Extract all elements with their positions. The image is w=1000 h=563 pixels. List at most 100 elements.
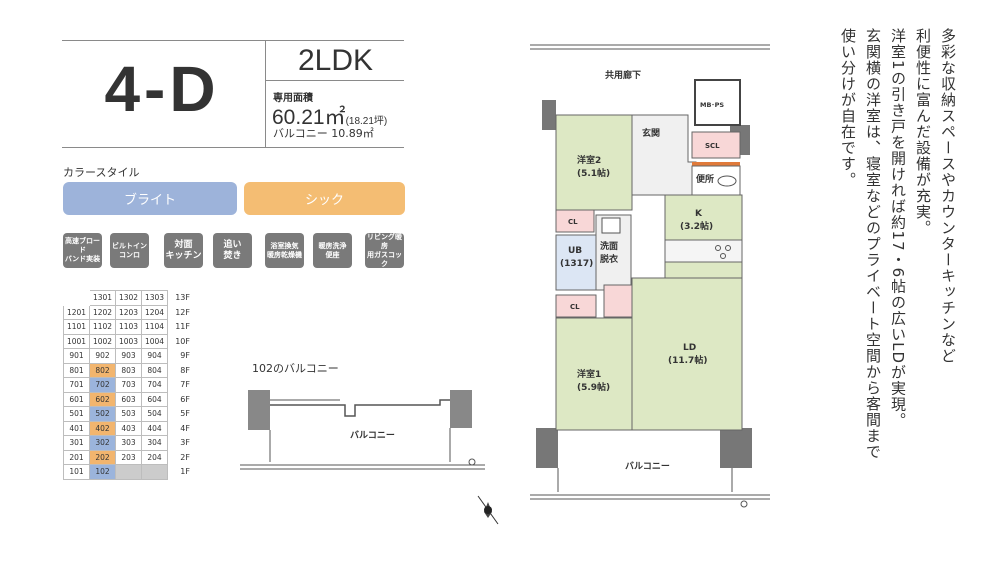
unit-cell: 1004 [141, 333, 168, 349]
unit-cell: 301 [63, 435, 90, 451]
unit-cell: 502 [89, 406, 116, 422]
header-top-rule [62, 40, 404, 41]
room1-label: 洋室1 [577, 368, 601, 380]
cl-upper-closet [555, 209, 595, 233]
floor-label: 11F [175, 322, 190, 332]
unit-cell: 1204 [141, 304, 168, 320]
unit-cell: 504 [141, 406, 168, 422]
mbps-label: MB･PS [700, 101, 724, 109]
floor-label: 4F [180, 423, 190, 433]
unit-cell: 1203 [115, 304, 142, 320]
description-line: 洋室1の引き戸を開ければ約17・6帖の広いLDが実現。 [889, 28, 907, 429]
bright-style-button[interactable]: ブライト [63, 182, 237, 215]
layout-type: 2LDK [297, 44, 374, 77]
unit-cell: 403 [115, 420, 142, 436]
balcony-102-right-wall [450, 390, 472, 428]
wall-bottom-right-column [720, 428, 752, 468]
cl-upper-label: CL [568, 218, 578, 226]
unit-cell: 702 [89, 377, 116, 393]
feature-washlet-badge: 暖房洗浄 便座 [313, 233, 352, 268]
feature-bath-dryer-badge: 浴室換気 暖房乾燥機 [265, 233, 304, 268]
area-tsubo: (18.21坪) [345, 116, 388, 127]
description-line: 多彩な収納スペースやカウンターキッチンなど [939, 28, 957, 364]
unit-cell: 901 [63, 348, 90, 364]
unit-cell: 903 [115, 348, 142, 364]
unit-cell: 302 [89, 435, 116, 451]
unit-cell [141, 464, 168, 480]
scl-closet [691, 131, 741, 159]
room2-area [555, 114, 633, 211]
balcony-102-label: バルコニー [350, 430, 395, 441]
entrance-area [631, 114, 697, 196]
kitchen-counter [664, 239, 743, 263]
balcony-label: バルコニー [625, 461, 670, 472]
description-line: 玄関横の洋室は、寝室などのプライベート空間から客間まで [864, 28, 882, 460]
washroom-label: 洗面 [600, 240, 618, 252]
floor-label: 7F [180, 380, 190, 390]
feature-broadband-badge: 高速ブロード バンド実装 [63, 233, 102, 268]
balcony-102-title: 102のバルコニー [252, 362, 339, 375]
unit-name: 4-D [104, 53, 220, 125]
unit-cell: 1303 [141, 290, 168, 306]
description-line: 使い分けが自在です。 [839, 28, 857, 188]
room2-label: 洋室2 [577, 154, 601, 166]
ld-size: (11.7帖) [668, 354, 707, 366]
toilet-label: 便所 [696, 173, 714, 185]
chic-style-button[interactable]: シック [244, 182, 405, 215]
feature-gas-cock-badge: リビング暖房 用ガスコック [365, 232, 404, 268]
unit-cell: 703 [115, 377, 142, 393]
unit-cell: 1104 [141, 319, 168, 335]
kitchen-size: (3.2帖) [680, 220, 713, 232]
unit-cell: 1001 [63, 333, 90, 349]
balcony-102-left-wall [248, 390, 270, 430]
floor-label: 5F [180, 409, 190, 419]
feature-reheating-badge: 追い 焚き [213, 233, 252, 268]
unit-cell: 501 [63, 406, 90, 422]
unit-cell: 701 [63, 377, 90, 393]
unit-cell: 202 [89, 449, 116, 465]
unit-cell: 1003 [115, 333, 142, 349]
unit-cell: 802 [89, 362, 116, 378]
floor-label: 9F [180, 351, 190, 361]
header-bottom-rule [62, 147, 404, 148]
unit-cell: 704 [141, 377, 168, 393]
unit-cell [115, 464, 142, 480]
floor-label: 2F [180, 452, 190, 462]
unit-cell: 203 [115, 449, 142, 465]
unit-cell: 204 [141, 449, 168, 465]
unit-description: 多彩な収納スペースやカウンターキッチンなど 利便性に富んだ設備が充実。 洋室1の… [835, 28, 960, 488]
mbps-box [694, 79, 741, 126]
unit-cell: 1101 [63, 319, 90, 335]
unit-cell: 604 [141, 391, 168, 407]
floor-plan: 共用廊下 MB･PS SCL 便所 玄関 洋室2 (5.1帖) K (3.2帖)… [530, 44, 770, 508]
balcony-area: バルコニー 10.89㎡ [273, 127, 374, 140]
unit-cell: 201 [63, 449, 90, 465]
ub-size: (1317) [560, 259, 593, 269]
kitchen-area [664, 194, 743, 279]
toilet-bowl [717, 175, 737, 187]
header-divider [265, 40, 266, 147]
cl-lower-closet [555, 294, 597, 318]
unit-cell: 404 [141, 420, 168, 436]
unit-cell: 304 [141, 435, 168, 451]
unit-cell: 602 [89, 391, 116, 407]
area-sqm: 60.21㎡ [272, 106, 346, 129]
unit-cell: 401 [63, 420, 90, 436]
unit-cell: 801 [63, 362, 90, 378]
room1-area [555, 317, 633, 431]
kitchen-label: K [695, 209, 703, 219]
unit-cell: 1103 [115, 319, 142, 335]
ub-label: UB [568, 246, 582, 256]
feature-counter-kitchen-badge: 対面 キッチン [164, 233, 203, 268]
